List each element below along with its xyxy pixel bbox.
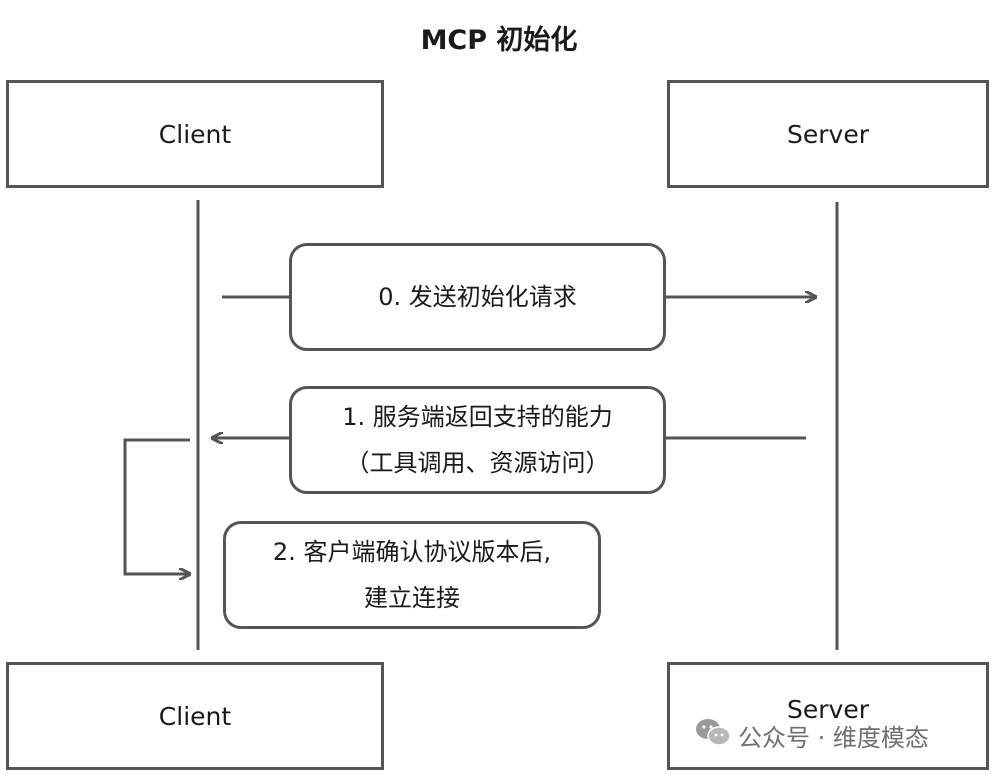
message-client-confirm: 2. 客户端确认协议版本后, 建立连接 <box>223 521 601 629</box>
watermark-text: 公众号 · 维度模态 <box>738 723 929 752</box>
diagram-title: MCP 初始化 <box>420 25 578 56</box>
wechat-icon <box>694 717 732 753</box>
message-init-request: 0. 发送初始化请求 <box>289 243 666 351</box>
server-label: Server <box>787 119 869 149</box>
client-label: Client <box>158 701 232 731</box>
server-label: Server <box>787 694 869 724</box>
self-confirm-arrow <box>123 438 190 574</box>
message-text: 建立连接 <box>364 584 460 612</box>
message-text: 1. 服务端返回支持的能力 <box>342 403 613 431</box>
client-box-bottom: Client <box>6 662 384 770</box>
message-text: 2. 客户端确认协议版本后, <box>272 538 552 566</box>
server-box-top: Server <box>667 80 989 188</box>
client-box-top: Client <box>6 80 384 188</box>
client-label: Client <box>158 119 232 149</box>
message-text: （工具调用、资源访问） <box>345 449 610 477</box>
server-box-bottom: Server <box>667 662 989 770</box>
watermark: 公众号 · 维度模态 <box>694 716 929 754</box>
message-text: 0. 发送初始化请求 <box>378 283 577 311</box>
message-server-capabilities: 1. 服务端返回支持的能力 （工具调用、资源访问） <box>289 386 666 494</box>
